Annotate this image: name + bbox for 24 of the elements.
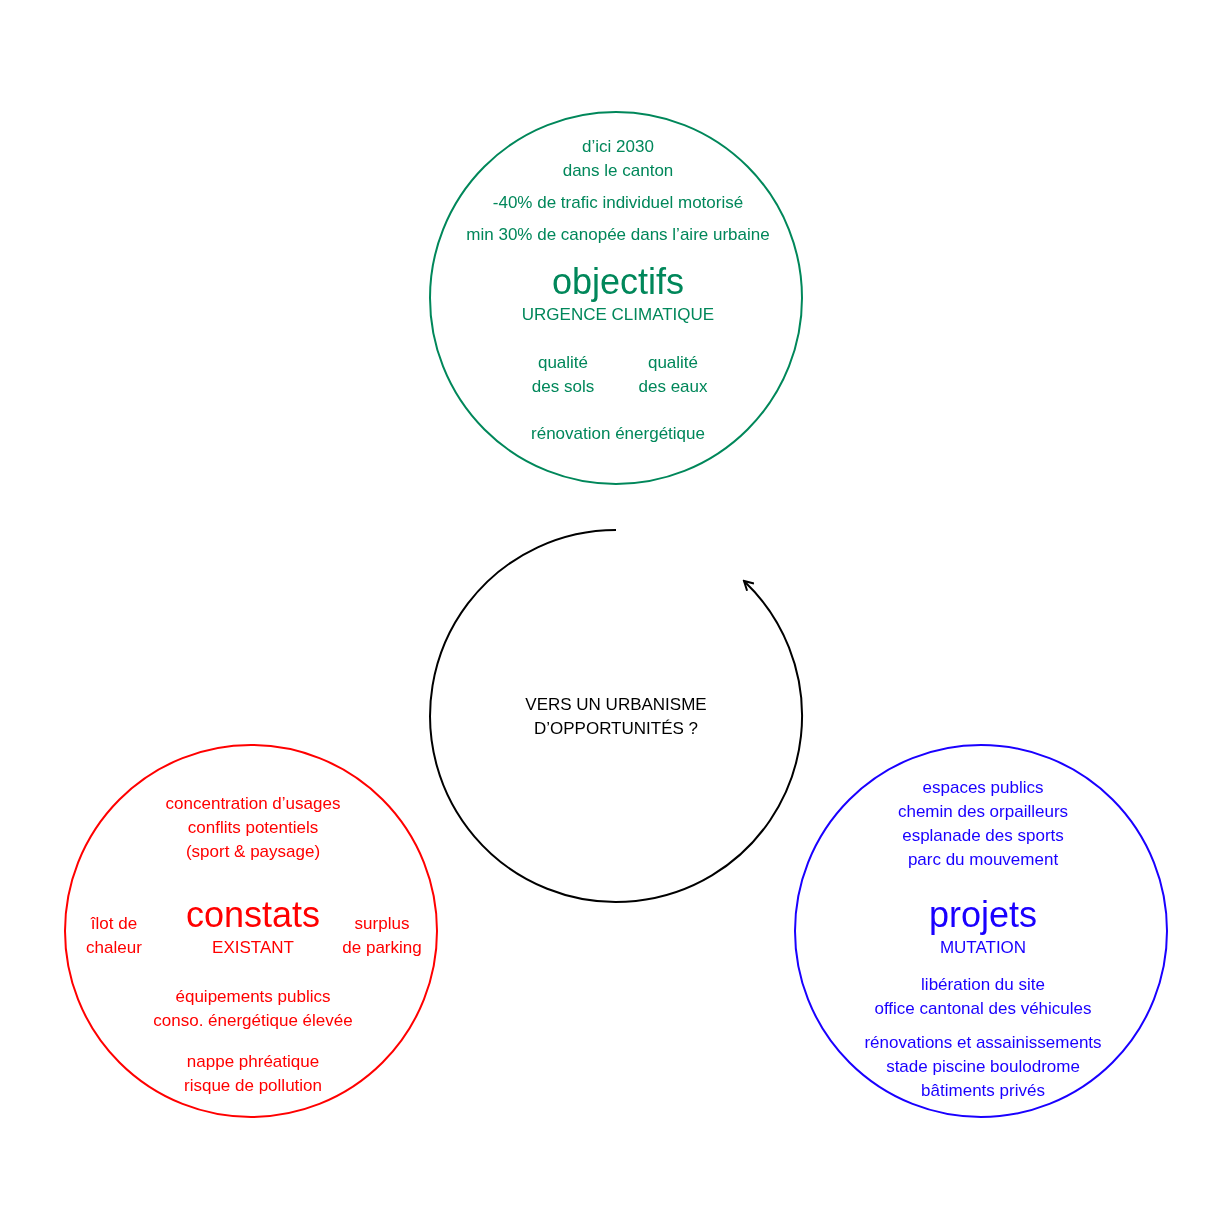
note-text: équipements publics conso. énergétique élevée <box>153 986 353 1032</box>
note-text: libération du site office cantonal des véhicules <box>874 974 1092 1020</box>
circle-node <box>794 744 1168 1118</box>
heading-text: objectifs <box>551 260 685 304</box>
note-text: espaces publics chemin des orpailleurs esplanade des sports parc du mouvement <box>897 777 1069 871</box>
note-text: min 30% de canopée dans l’aire urbaine <box>466 224 770 246</box>
note-text: nappe phréatique risque de pollution <box>184 1051 322 1097</box>
note-text: qualité des eaux <box>638 352 708 398</box>
subheading-text: MUTATION <box>939 937 1027 959</box>
heading-text: constats <box>185 893 321 937</box>
note-text: rénovations et assainissements stade piscine boulodrome bâtiments privés <box>864 1032 1102 1102</box>
circle-node <box>429 111 803 485</box>
note-text: -40% de trafic individuel motorisé <box>492 192 744 214</box>
center-text: VERS UN URBANISME D’OPPORTUNITÉS ? <box>525 694 707 740</box>
heading-text: projets <box>928 893 1038 937</box>
note-text: îlot de chaleur <box>86 913 142 959</box>
note-text: surplus de parking <box>342 913 422 959</box>
note-text: concentration d’usages conflits potentiels (sport & paysage) <box>165 793 341 863</box>
subheading-text: EXISTANT <box>212 937 294 959</box>
note-text: rénovation énergétique <box>531 423 705 445</box>
note-text: d’ici 2030 dans le canton <box>562 136 674 182</box>
subheading-text: URGENCE CLIMATIQUE <box>521 304 715 326</box>
note-text: qualité des sols <box>531 352 595 398</box>
circle-node <box>64 744 438 1118</box>
